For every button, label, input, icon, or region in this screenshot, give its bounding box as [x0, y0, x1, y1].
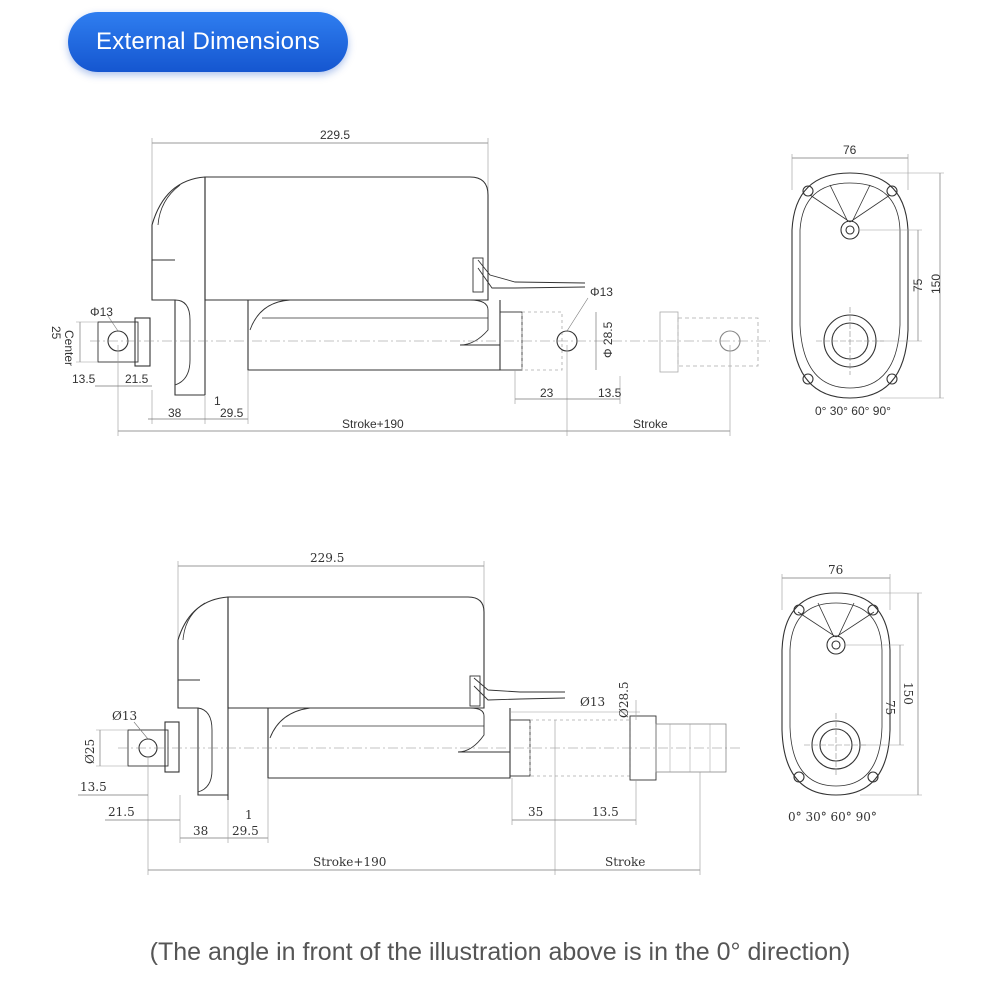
bottom-dim-stroke: Stroke: [605, 855, 645, 869]
bottom-end-height-inner: 75: [883, 700, 897, 715]
top-end-angles: 0° 30° 60° 90°: [815, 404, 891, 418]
top-dim-1: 1: [214, 394, 221, 408]
top-dim-21-5: 21.5: [125, 372, 149, 386]
top-dim-overall: 229.5: [320, 128, 350, 142]
header-title: External Dimensions: [96, 28, 320, 55]
bottom-side-view: [78, 561, 740, 875]
bottom-end-view: [781, 574, 922, 796]
bottom-dim-13-5-left: 13.5: [80, 780, 107, 794]
top-dim-29-5: 29.5: [220, 406, 244, 420]
bottom-dim-13-5-right: 13.5: [592, 805, 619, 819]
bottom-dim-21-5: 21.5: [108, 805, 135, 819]
bottom-end-width: 76: [828, 563, 843, 577]
top-dim-stroke: Stroke: [633, 417, 668, 431]
top-end-height-inner: 75: [911, 278, 925, 292]
bottom-dim-1: 1: [245, 808, 253, 822]
bottom-dim-35: 35: [528, 805, 543, 819]
top-dim-rod-diameter: Φ 28.5: [601, 321, 615, 358]
caption-text: (The angle in front of the illustration …: [149, 938, 851, 966]
top-dim-stroke-plus: Stroke+190: [342, 417, 404, 431]
bottom-dim-rod-hole: Ø13: [580, 695, 605, 709]
bottom-end-height-outer: 150: [901, 682, 915, 705]
top-dim-center-value: 25: [49, 326, 63, 340]
top-dim-13-5-left: 13.5: [72, 372, 96, 386]
bottom-end-labels: 76 75 150 0° 30° 60° 90°: [788, 563, 915, 824]
top-dim-center-label: Center: [62, 330, 76, 366]
bottom-dim-overall: 229.5: [310, 551, 344, 565]
bottom-dim-rear-hole: Ø13: [112, 709, 137, 723]
bottom-dim-stroke-plus: Stroke+190: [313, 855, 386, 869]
bottom-dim-29-5: 29.5: [232, 824, 259, 838]
header-badge: External Dimensions: [68, 12, 348, 72]
top-end-labels: 76 75 150 0° 30° 60° 90°: [815, 143, 943, 418]
bottom-end-angles: 0° 30° 60° 90°: [788, 810, 877, 824]
top-end-height-outer: 150: [929, 274, 943, 294]
top-dim-23: 23: [540, 386, 554, 400]
bottom-dim-height-25: Ø25: [83, 739, 97, 764]
top-dim-rear-hole: Φ13: [90, 305, 113, 319]
top-end-width: 76: [843, 143, 857, 157]
top-end-view: [791, 154, 944, 399]
bottom-side-labels: 229.5 Ø13 Ø13 Ø25 Ø28.5 13.5 21.5 38 1 2…: [80, 551, 645, 869]
top-dim-38: 38: [168, 406, 182, 420]
bottom-dim-rod-diameter: Ø28.5: [617, 681, 631, 718]
top-dim-rod-hole: Φ13: [590, 285, 613, 299]
top-side-labels: 229.5 Φ13 Φ13 Center 25 Φ 28.5 13.5 21.5…: [49, 128, 668, 431]
top-side-view: [76, 138, 770, 436]
top-dim-13-5-right: 13.5: [598, 386, 622, 400]
bottom-dim-38: 38: [193, 824, 208, 838]
